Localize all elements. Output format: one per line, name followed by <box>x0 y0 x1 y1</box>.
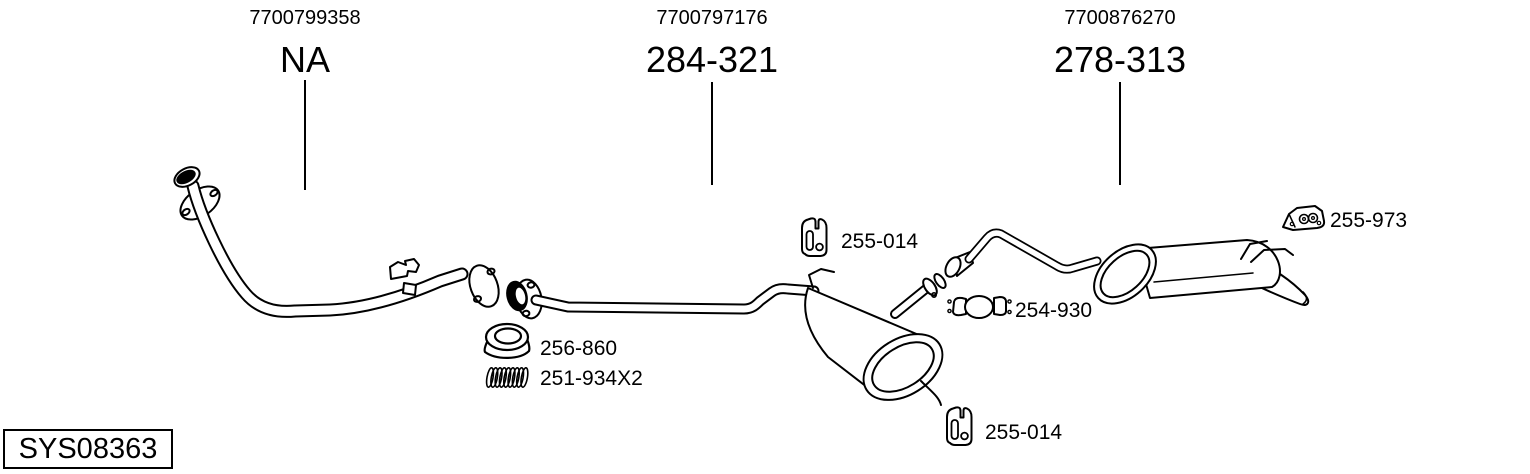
hanger-rod <box>1240 240 1268 260</box>
pipe-flare <box>944 256 962 278</box>
rear-pipe <box>944 228 1102 278</box>
pipe-bracket <box>389 258 420 280</box>
section-ref-number: 7700876270 <box>1064 7 1176 29</box>
section-ref-number: 7700797176 <box>656 7 768 29</box>
pipe-clamp-icon <box>947 295 1012 319</box>
part-label-gasket: 256-860 <box>540 337 618 360</box>
part-label-mount: 255-973 <box>1330 209 1408 232</box>
coil-spring-icon <box>485 367 529 388</box>
rubber-hanger-icon <box>946 406 973 446</box>
leader-line <box>304 80 306 190</box>
system-code-label: SYS08363 <box>18 433 158 465</box>
gasket-ring-icon <box>483 322 531 359</box>
hanger-rod <box>808 268 835 289</box>
part-label-hanger-top: 255-014 <box>841 230 919 253</box>
section-part-code: 284-321 <box>645 39 779 80</box>
leader-line <box>1119 82 1121 185</box>
hanger-rod <box>1250 248 1294 263</box>
system-code-box: SYS08363 <box>3 429 173 469</box>
section-part-code: NA <box>279 39 330 80</box>
part-label-spring: 251-934X2 <box>540 367 643 390</box>
part-label-clamp: 254-930 <box>1015 299 1093 322</box>
front-pipe <box>173 166 500 318</box>
rubber-hanger-icon <box>801 217 828 257</box>
rear-silencer <box>1093 239 1310 306</box>
centre-pipe <box>506 278 820 320</box>
rubber-mount-icon <box>1282 205 1326 231</box>
silencer-end-face <box>1093 243 1157 305</box>
hanger-rod <box>920 380 942 406</box>
pipe-clip <box>402 282 417 296</box>
front-pipe-end-flange <box>468 264 500 308</box>
part-label-hanger-bottom: 255-014 <box>985 421 1063 444</box>
leader-line <box>711 82 713 185</box>
section-part-code: 278-313 <box>1053 39 1187 80</box>
middle-silencer <box>804 268 947 406</box>
section-ref-number: 7700799358 <box>249 7 361 29</box>
